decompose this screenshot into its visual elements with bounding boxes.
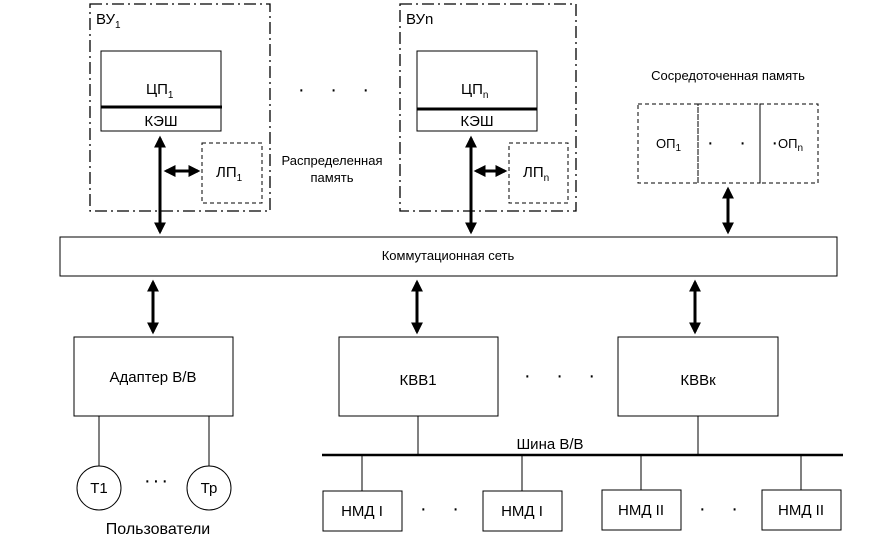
memory-module-n-box [759,103,819,184]
disk-group-2-ellipsis: · · · [699,498,780,520]
io-channel-1-box [338,336,499,417]
io-channels-ellipsis: · · · [524,365,605,387]
cpu-n-box [416,50,538,132]
io-channel-k-box [617,336,779,417]
memory-module-1-box [637,103,699,184]
io-channel-1-label: КВВ1 [399,372,436,389]
memory-module-1-label: ОП1 [656,136,681,154]
local-memory-n-label: ЛПn [523,164,549,184]
io-adapter-box [73,336,234,417]
distributed-memory-label-line2: память [311,170,354,185]
computing-unit-1: ВУ1 ЦП1 КЭШ ЛП1 [89,3,271,235]
cpu-1-box [100,50,222,132]
computing-unit-1-frame [89,3,271,212]
cache-1-label: КЭШ [144,113,177,130]
switching-network-label: Коммутационная сеть [382,248,515,263]
users-label: Пользователи [106,521,210,538]
disk-drive-1b-label: НМД I [501,503,543,520]
terminal-p-label: Тр [201,480,218,497]
concentrated-memory-label: Сосредоточенная память [651,68,805,83]
local-memory-1-label: ЛП1 [216,164,243,184]
memory-modules-ellipsis: · · · [707,132,788,154]
computing-unit-n: ВУn ЦПn КЭШ ЛПn [399,3,577,235]
io-adapter-label: Адаптер В/В [110,369,197,386]
disk-drive-2a-box [601,489,682,531]
computing-unit-1-label: ВУ1 [96,11,121,31]
local-memory-n-box [508,142,569,204]
cpu-n-label: ЦПn [461,81,488,101]
units-ellipsis: · · · [298,79,379,101]
io-bus-label: Шина В/В [516,436,583,453]
disk-drive-2b-box [761,489,842,531]
terminal-1-circle [76,465,122,511]
terminal-1-label: Т1 [90,480,108,497]
disk-drive-1a-box [322,490,403,532]
concentrated-memory: Сосредоточенная память ОП1 · · · ОПn [637,68,819,235]
disk-group-1-ellipsis: · · · [420,498,501,520]
computing-unit-n-label: ВУn [406,11,433,28]
distributed-memory-label-line1: Распределенная [281,153,382,168]
disk-drive-1b-box [482,490,563,532]
disk-drive-2a-label: НМД II [618,502,664,519]
local-memory-1-box [201,142,263,204]
disk-drive-1a-label: НМД I [341,503,383,520]
io-channel-k-label: КВВк [680,372,716,389]
switching-network-box [59,236,838,277]
cpu-1-label: ЦП1 [146,81,174,101]
disk-drive-2b-label: НМД II [778,502,824,519]
terminal-p-circle [186,465,232,511]
terminals-ellipsis: ··· [144,470,170,492]
cache-n-label: КЭШ [460,113,493,130]
memory-module-n-label: ОПn [778,136,803,154]
computing-unit-n-frame [399,3,577,212]
